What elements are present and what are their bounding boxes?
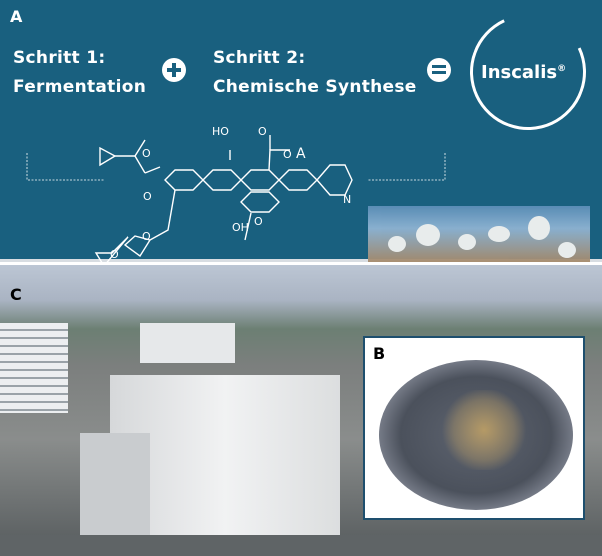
step-2-text: Chemische Synthese: [213, 77, 417, 97]
building: [140, 323, 235, 363]
bracket-right: [367, 153, 446, 181]
product-name: Inscalis: [481, 62, 558, 83]
plus-circle-icon: [162, 58, 186, 82]
panel-b-micrograph: B: [363, 336, 585, 520]
atom-n: N: [343, 193, 351, 206]
step-2: Schritt 2: Chemische Synthese: [213, 44, 417, 102]
atom-ho: HO: [212, 125, 229, 138]
step-2-title: Schritt 2:: [213, 48, 306, 68]
panel-a-label: A: [10, 7, 23, 26]
atom-o-ester2: O: [142, 230, 151, 243]
production-plant-annex: [80, 433, 150, 543]
ground: [0, 535, 602, 556]
cotton-photo: [368, 206, 590, 262]
office-building: [0, 323, 68, 413]
annotation-a: A: [296, 146, 306, 162]
registered-mark: ®: [557, 64, 567, 74]
atom-oh: OH: [232, 221, 249, 234]
panel-a: A Schritt 1: Fermentation Schritt 2: Che…: [0, 0, 602, 262]
structure-bonds: [94, 135, 353, 262]
atom-o-ester1: O: [143, 190, 152, 203]
atom-o-ester1-carbonyl: O: [142, 147, 151, 160]
equals-circle-icon: [427, 58, 451, 82]
step-1-title: Schritt 1:: [13, 48, 106, 68]
inscalis-logo: Inscalis®: [481, 62, 566, 83]
chemical-structure: HO OH O O A N O O O O O: [26, 125, 446, 262]
atom-o-ester2-carbonyl: O: [110, 248, 119, 261]
step-1-text: Fermentation: [13, 77, 147, 97]
microscopy-image: [379, 360, 573, 510]
atom-o-carbonyl: O: [258, 125, 267, 138]
bracket-left: [26, 153, 105, 181]
step-1: Schritt 1: Fermentation: [13, 44, 146, 102]
atom-o-ring: O: [283, 148, 292, 161]
panel-b-label: B: [373, 344, 386, 363]
atom-o-pyran: O: [254, 215, 263, 228]
panel-c-label: C: [10, 285, 22, 304]
